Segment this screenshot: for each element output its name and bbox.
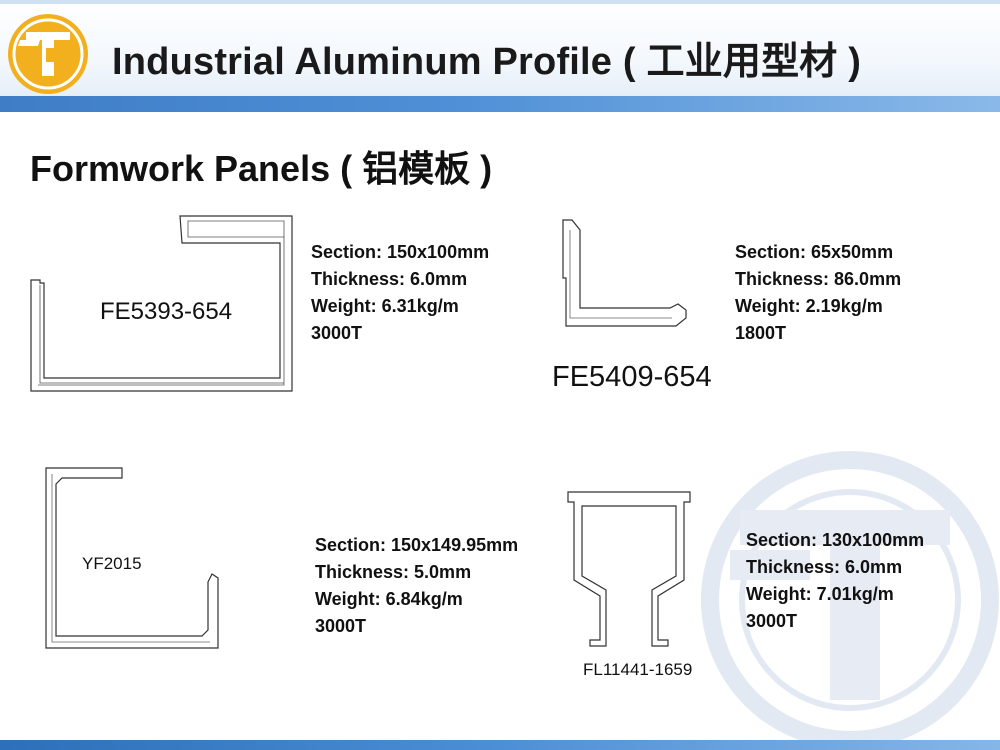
spec-weight: Weight: 2.19kg/m	[735, 296, 883, 316]
spec-thickness: Thickness: 6.0mm	[311, 269, 468, 289]
footer-bar	[0, 740, 1000, 750]
header-title: Industrial Aluminum Profile ( 工业用型材 )	[112, 41, 862, 83]
spec-section: Section: 150x149.95mm	[315, 535, 519, 555]
profile-drawing-yf2015	[45, 467, 219, 649]
profile-specs-fe5409: Section: 65x50mm Thickness: 86.0mm Weigh…	[735, 239, 901, 347]
spec-thickness: Thickness: 86.0mm	[735, 269, 902, 289]
profile-specs-fe5393: Section: 150x100mm Thickness: 6.0mm Weig…	[311, 239, 489, 347]
spec-thickness: Thickness: 5.0mm	[315, 562, 472, 582]
spec-section: Section: 150x100mm	[311, 242, 490, 262]
header-band	[0, 96, 1000, 112]
profile-code-fl11441: FL11441-1659	[583, 660, 693, 679]
profile-specs-yf2015: Section: 150x149.95mm Thickness: 5.0mm W…	[315, 532, 518, 640]
spec-press: 3000T	[311, 323, 363, 343]
profile-drawing-fe5409	[562, 219, 687, 327]
spec-thickness: Thickness: 6.0mm	[746, 557, 903, 577]
spec-weight: Weight: 7.01kg/m	[746, 584, 894, 604]
spec-press: 3000T	[315, 616, 367, 636]
spec-weight: Weight: 6.84kg/m	[315, 589, 463, 609]
profile-drawing-fe5393	[30, 215, 293, 392]
header-top-line	[0, 0, 1000, 4]
spec-section: Section: 65x50mm	[735, 242, 894, 262]
profile-specs-fl11441: Section: 130x100mm Thickness: 6.0mm Weig…	[746, 527, 924, 635]
spec-press: 1800T	[735, 323, 787, 343]
spec-weight: Weight: 6.31kg/m	[311, 296, 459, 316]
profile-code-fe5409: FE5409-654	[552, 361, 712, 393]
spec-press: 3000T	[746, 611, 798, 631]
spec-section: Section: 130x100mm	[746, 530, 925, 550]
header-banner	[0, 0, 1000, 112]
profile-code-yf2015: YF2015	[82, 554, 142, 573]
profile-drawing-fl11441	[567, 491, 691, 647]
company-logo-icon	[8, 14, 88, 94]
profile-code-fe5393: FE5393-654	[100, 298, 233, 325]
section-title: Formwork Panels ( 铝模板 )	[30, 148, 493, 189]
